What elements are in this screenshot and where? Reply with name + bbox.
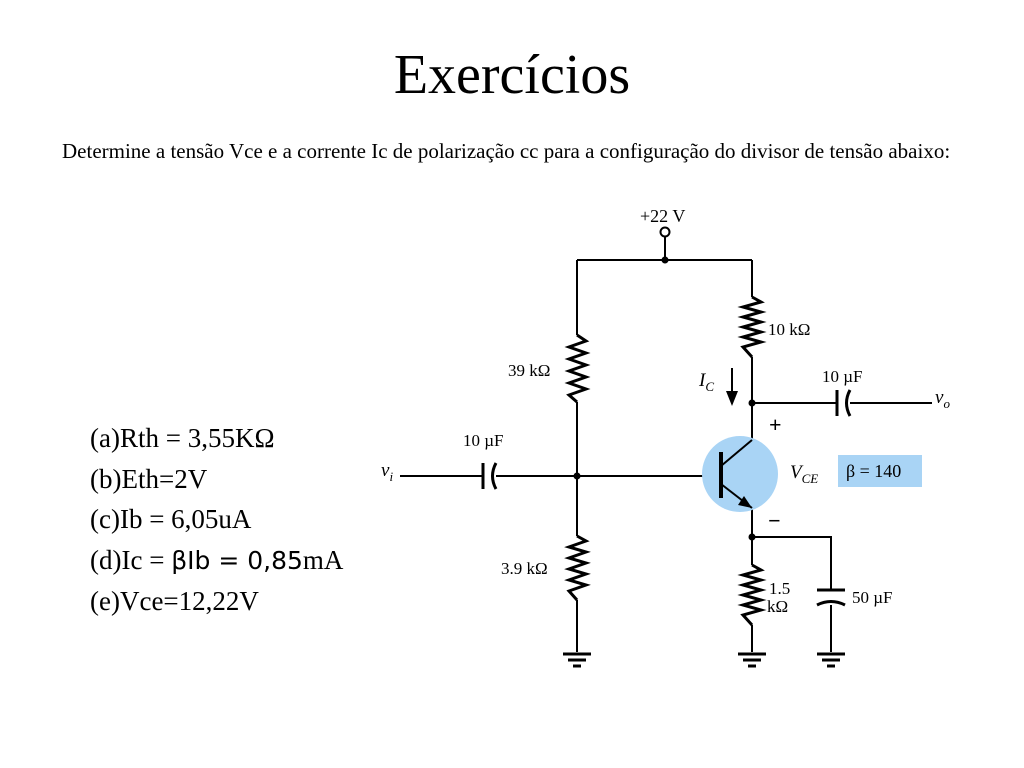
rc-resistor: [737, 295, 767, 359]
answer-e: (e)Vce=12,22V: [90, 586, 259, 616]
problem-statement: Determine a tensão Vce e a corrente Ic d…: [62, 139, 951, 163]
r2-resistor: [564, 534, 591, 601]
ground-emitter: [738, 652, 766, 668]
junction-collector: [748, 399, 756, 407]
transistor-collector-lead: [720, 439, 753, 467]
ce-label: 50 µF: [852, 588, 893, 607]
re-resistor: [737, 563, 767, 627]
vi-label-main: v: [381, 460, 390, 481]
answer-d: (d)Ic = βIb = 0,85mA: [90, 540, 343, 582]
supply-label: +22 V: [640, 206, 685, 226]
cin-plate-right: [491, 462, 498, 490]
ic-arrow-icon: [726, 391, 738, 406]
junction-supply: [661, 256, 669, 264]
answer-a: (a)Rth = 3,55KΩ: [90, 423, 275, 453]
junction-emitter: [748, 533, 756, 541]
vo-label-main: v: [935, 387, 944, 408]
emitter-arrow-icon: [738, 496, 752, 508]
answer-b: (b)Eth=2V: [90, 463, 208, 494]
vce-label-main: V: [790, 462, 804, 483]
cout-plate-right: [845, 389, 852, 417]
r1-resistor: [564, 333, 591, 404]
cin-label: 10 µF: [463, 431, 504, 450]
slide-title: Exercícios: [393, 44, 631, 106]
re-label-value: 1.5: [769, 579, 790, 598]
transistor-highlight: [702, 436, 778, 512]
answer-d-prefix: (d)Ic =: [90, 544, 172, 575]
cout-label: 10 µF: [822, 367, 863, 386]
re-label-unit: kΩ: [767, 597, 788, 616]
rc-label: 10 kΩ: [768, 320, 810, 339]
ic-label-sub: C: [705, 379, 714, 394]
r2-label: 3.9 kΩ: [501, 559, 548, 578]
vo-label: vo: [935, 387, 950, 411]
junction-base: [573, 472, 581, 480]
vi-label-sub: i: [389, 469, 393, 484]
ic-label-main: I: [698, 370, 707, 391]
minus-sign: −: [768, 508, 781, 533]
answer-d-unit: mA: [302, 544, 344, 575]
beta-box: [838, 455, 922, 487]
ground-bypass: [817, 652, 845, 668]
vi-label: vi: [381, 460, 393, 484]
vce-label: VCE: [790, 462, 818, 486]
beta-label: β = 140: [846, 461, 901, 481]
answer-list: (a)Rth = 3,55KΩ (b)Eth=2V (c)Ib = 6,05uA…: [90, 418, 343, 622]
vce-label-sub: CE: [802, 471, 819, 486]
answer-d-formula: βIb = 0,85: [171, 545, 303, 575]
r1-label: 39 kΩ: [508, 361, 550, 380]
ce-plate-bottom: [816, 600, 846, 607]
answer-c: (c)Ib = 6,05uA: [90, 504, 252, 534]
ic-label: IC: [698, 370, 714, 394]
ground-left: [563, 652, 591, 668]
vo-label-sub: o: [943, 396, 950, 411]
plus-sign: +: [769, 412, 782, 437]
supply-terminal: [659, 226, 671, 238]
